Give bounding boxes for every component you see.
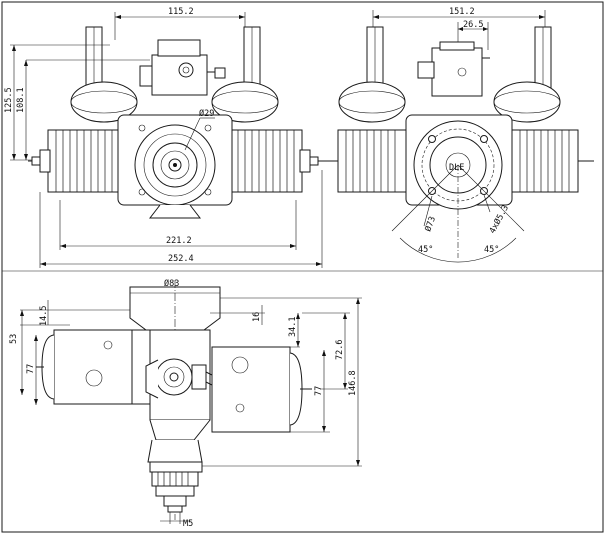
top-dim-left-small: 14.5 [39,306,49,326]
front-view: 115.2 125.5 108.1 [4,7,323,268]
rear-angle-right: 45° [484,245,499,255]
rear-dim-offset: 26.5 [463,20,483,30]
front-dim-height-inner: 108.1 [16,87,26,113]
top-dim-72: 72.6 [335,340,345,360]
top-dim-left-mid: 77 [26,364,36,374]
front-dim-hub: Ø29 [199,108,214,119]
front-hub [160,150,190,180]
front-dim-height-outer: 125.5 [4,87,14,113]
front-carburetor [151,54,208,96]
rear-cylinder-left [337,129,407,193]
front-cylinder-left [39,129,119,193]
top-thread [167,505,183,513]
top-dim-16: 16 [252,312,262,322]
rear-bolt-hole [480,135,488,143]
rear-cylinder-right [511,129,579,193]
front-cylinder-right [231,129,311,193]
front-dim-top: 115.2 [168,7,194,17]
top-dim-34: 34.1 [288,317,298,337]
rear-ignition-module [431,47,483,97]
front-dim-width-outer: 252.4 [168,254,194,264]
top-dim-thread: M5 [183,519,193,529]
top-view: Ø83 14.5 53 77 [9,278,362,529]
rear-muffler-left [338,81,406,123]
rear-dim-top: 151.2 [449,7,475,17]
top-dim-overall: 146.8 [348,370,358,396]
top-cylinder-left [53,329,133,405]
front-dim-width-inner: 221.2 [166,236,192,246]
rear-dim-holes: 4xØ5.3 [487,203,511,235]
rear-plate-text: DLE [449,163,464,173]
top-prop-hub [151,471,199,487]
rear-bolt-hole [428,135,436,143]
top-dim-right-mid: 77 [314,386,324,396]
rear-view: 151.2 26.5 [322,7,594,263]
top-dim-diameter: Ø83 [164,278,179,289]
rear-angle-left: 45° [418,245,433,255]
top-lower-housing [147,439,203,463]
top-cylinder-right [211,346,291,433]
rear-dim-circle: Ø73 [422,215,438,233]
top-dim-left-big: 53 [9,334,19,344]
